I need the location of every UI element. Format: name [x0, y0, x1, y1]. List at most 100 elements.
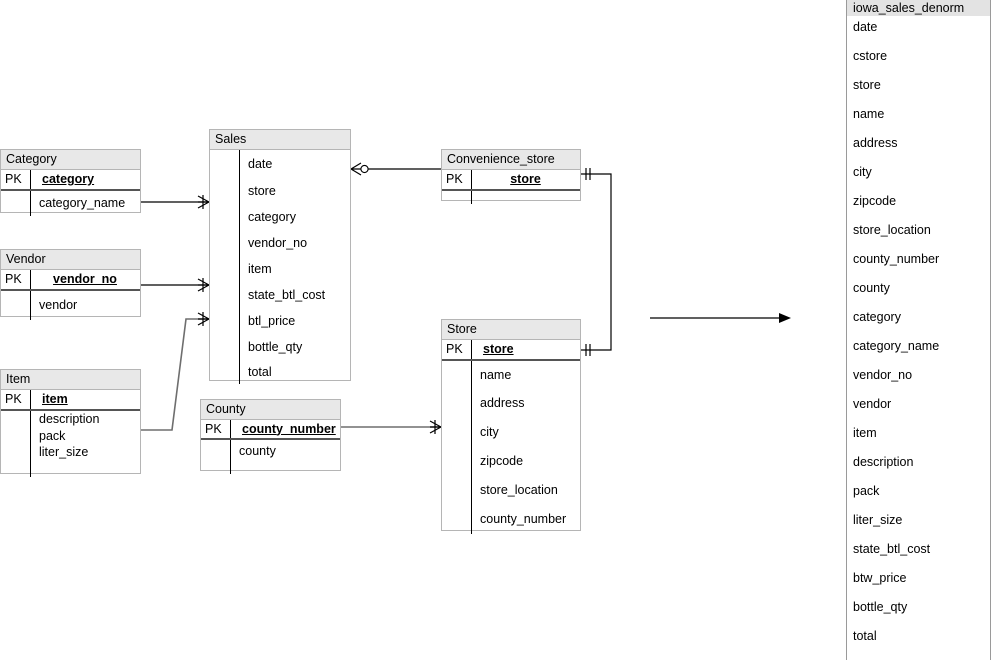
entity-item-attribute-pack: pack [39, 428, 66, 443]
entity-convenience-store[interactable]: Convenience_store PK store [441, 149, 581, 204]
entity-sales-attribute-row: bottle_qty [210, 334, 350, 360]
entity-county-attribute-county: county [239, 443, 276, 458]
entity-sales-attribute-btl-price: btl_price [248, 313, 296, 328]
entity-sales-attribute-date: date [248, 156, 273, 171]
entity-convenience-store-pk-attribute: store [510, 172, 541, 186]
entity-store-attribute-row: store_location [442, 476, 580, 505]
entity-store-attribute-name: name [480, 367, 512, 382]
entity-store-title: Store [442, 320, 580, 340]
denormalized-table-title: iowa_sales_denorm [847, 0, 990, 16]
entity-sales-attribute-state-btl-cost: state_btl_cost [248, 287, 326, 302]
entity-sales-attribute-row: date [210, 150, 350, 178]
entity-store-attribute-row: city [442, 418, 580, 447]
denorm-column-name: name [853, 107, 885, 121]
entity-county-title: County [201, 400, 340, 420]
relationship-item-sales [141, 312, 210, 431]
entity-sales-title: Sales [210, 130, 350, 150]
entity-item-attribute-liter-size: liter_size [39, 444, 89, 459]
denorm-column-address: address [853, 136, 898, 150]
entity-sales-attribute-row: total [210, 360, 350, 384]
denormalization-arrow [650, 313, 791, 323]
entity-category-pk-attribute: category [42, 172, 95, 186]
entity-item-attribute-row: pack [1, 428, 140, 444]
entity-category-attribute-category-name: category_name [39, 195, 126, 210]
entity-store[interactable]: Store PK store name address city zipcode [441, 319, 581, 534]
entity-convenience-store-attribute-row [442, 191, 580, 207]
entity-item-attribute-row: description [1, 411, 140, 428]
entity-sales-attribute-row: store [210, 178, 350, 204]
denorm-column-county-number: county_number [853, 252, 940, 266]
denorm-column-category-name: category_name [853, 339, 940, 353]
entity-sales-attribute-row: state_btl_cost [210, 282, 350, 308]
denorm-column-cstore: cstore [853, 49, 888, 63]
relationship-category-sales [141, 195, 210, 209]
relationship-sales-conveniencestore [350, 162, 442, 176]
entity-vendor-attribute-row: vendor [1, 291, 140, 319]
denorm-column-date: date [853, 20, 878, 34]
entity-item-key-label: PK [5, 392, 22, 406]
entity-item-title: Item [1, 370, 140, 390]
entity-sales-attribute-row: category [210, 204, 350, 230]
denorm-column-item: item [853, 426, 877, 440]
entity-convenience-store-key-label: PK [446, 172, 463, 186]
entity-category-attribute-row: category_name [1, 191, 140, 215]
entity-county-key-label: PK [205, 421, 222, 436]
denorm-column-description: description [853, 455, 914, 469]
entity-sales-attribute-bottle-qty: bottle_qty [248, 339, 303, 354]
entity-store-attribute-city: city [480, 425, 499, 439]
entity-category-pk-row: PK category [1, 170, 140, 191]
entity-county-pk-attribute: county_number [242, 421, 336, 436]
entity-item-attribute-row: liter_size [1, 444, 140, 460]
entity-item-attribute-description: description [39, 412, 100, 426]
entity-sales-attribute-row: vendor_no [210, 230, 350, 256]
entity-sales-attribute-total: total [248, 364, 272, 379]
entity-convenience-store-pk-row: PK store [442, 170, 580, 191]
denorm-column-zipcode: zipcode [853, 194, 897, 208]
entity-vendor-title: Vendor [1, 250, 140, 270]
entity-store-attribute-row: county_number [442, 505, 580, 534]
entity-vendor-attribute-vendor: vendor [39, 297, 78, 312]
denorm-column-btw-price: btw_price [853, 571, 907, 585]
entity-convenience-store-title: Convenience_store [442, 150, 580, 170]
denorm-column-store-location: store_location [853, 223, 931, 237]
denorm-column-state-btl-cost: state_btl_cost [853, 542, 931, 556]
entity-store-attribute-address: address [480, 396, 525, 410]
entity-county-attribute-row: county [201, 440, 340, 462]
entity-store-attribute-store-location: store_location [480, 483, 558, 497]
entity-store-attribute-row: address [442, 389, 580, 418]
entity-store-attribute-county-number: county_number [480, 512, 567, 526]
entity-store-key-label: PK [446, 342, 463, 356]
entity-county-pk-row: PK county_number [201, 420, 340, 440]
entity-sales-attribute-row: btl_price [210, 308, 350, 334]
entity-item-pk-attribute: item [42, 392, 68, 406]
entity-category-key-label: PK [5, 172, 22, 186]
entity-vendor[interactable]: Vendor PK vendor_no vendor [0, 249, 141, 320]
denorm-column-county: county [853, 281, 890, 295]
relationship-vendor-sales [141, 278, 210, 292]
entity-item[interactable]: Item PK item description pack liter_size [0, 369, 141, 477]
entity-category-title: Category [1, 150, 140, 170]
entity-store-pk-attribute: store [483, 342, 514, 356]
denormalized-table-panel[interactable]: iowa_sales_denorm date cstore store name… [846, 0, 991, 660]
entity-category[interactable]: Category PK category category_name [0, 149, 141, 216]
denorm-column-liter-size: liter_size [853, 513, 903, 527]
entity-vendor-pk-row: PK vendor_no [1, 270, 140, 291]
entity-item-pk-row: PK item [1, 390, 140, 411]
entity-store-attribute-row: zipcode [442, 447, 580, 476]
entity-sales-attribute-vendor-no: vendor_no [248, 235, 308, 250]
entity-store-attribute-row: name [442, 361, 580, 389]
denorm-column-vendor: vendor [853, 397, 892, 411]
entity-sales[interactable]: Sales date store category vendor_no item [209, 129, 351, 384]
denorm-column-category: category [853, 310, 901, 324]
entity-store-pk-row: PK store [442, 340, 580, 361]
denorm-column-store: store [853, 78, 881, 92]
entity-vendor-key-label: PK [5, 272, 22, 286]
denorm-column-bottle-qty: bottle_qty [853, 600, 908, 614]
entity-sales-attribute-store: store [248, 183, 276, 198]
denorm-column-city: city [853, 165, 872, 179]
entity-sales-attribute-row: item [210, 256, 350, 282]
relationship-county-store [341, 420, 442, 434]
entity-county[interactable]: County PK county_number county [200, 399, 341, 474]
entity-vendor-pk-attribute: vendor_no [53, 272, 117, 286]
